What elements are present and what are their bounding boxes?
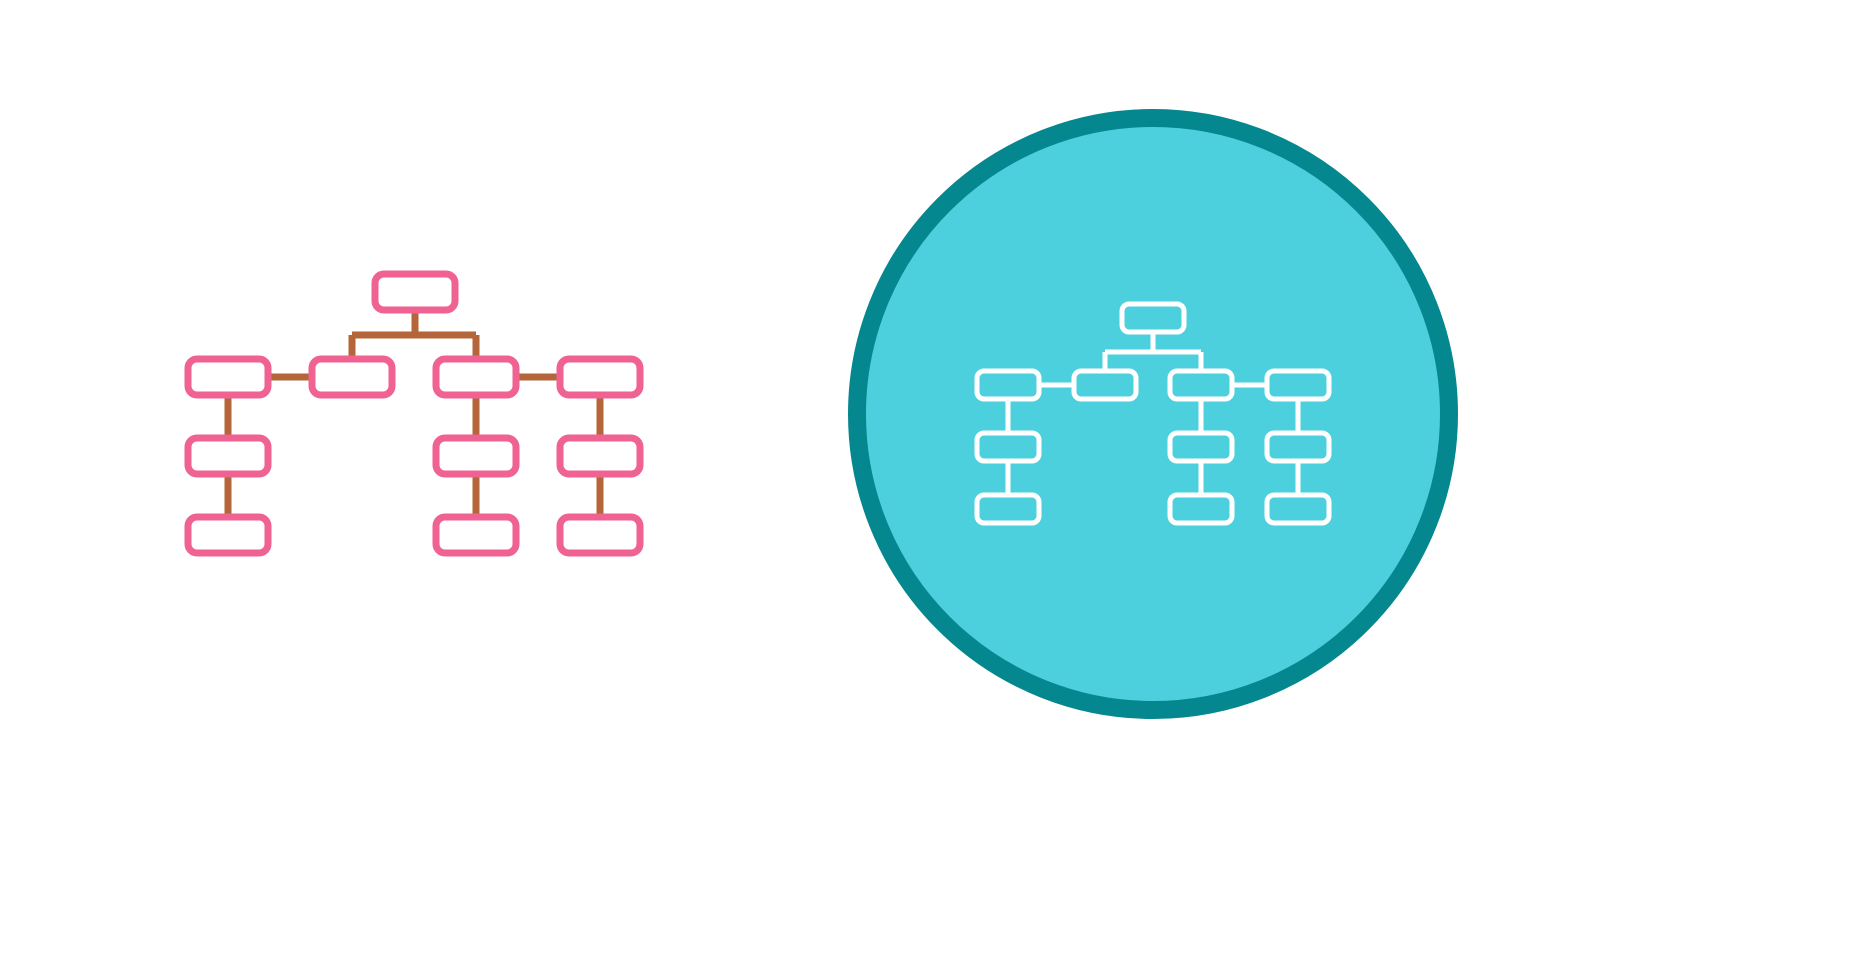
sitemap-node <box>432 355 520 399</box>
sitemap-circle-icon <box>848 109 1458 719</box>
sitemap-node <box>1264 368 1332 402</box>
sitemap-node <box>1167 492 1235 526</box>
sitemap-node <box>974 430 1042 464</box>
sitemap-node <box>556 513 644 557</box>
sitemap-node <box>1167 368 1235 402</box>
sitemap-node <box>371 270 459 314</box>
sitemap-node <box>184 513 272 557</box>
sitemap-node <box>184 355 272 399</box>
sitemap-node <box>432 434 520 478</box>
sitemap-node <box>556 355 644 399</box>
sitemap-node <box>1264 430 1332 464</box>
sitemap-node <box>1119 301 1187 335</box>
sitemap-node <box>974 492 1042 526</box>
sitemap-node <box>308 355 396 399</box>
sitemap-node <box>432 513 520 557</box>
sitemap-node <box>184 434 272 478</box>
sitemap-node <box>1264 492 1332 526</box>
sitemap-node <box>974 368 1042 402</box>
badge-circle <box>848 109 1458 719</box>
sitemap-node <box>1167 430 1235 464</box>
sitemap-outline-icon <box>184 270 644 557</box>
sitemap-node <box>556 434 644 478</box>
sitemap-node <box>1071 368 1139 402</box>
